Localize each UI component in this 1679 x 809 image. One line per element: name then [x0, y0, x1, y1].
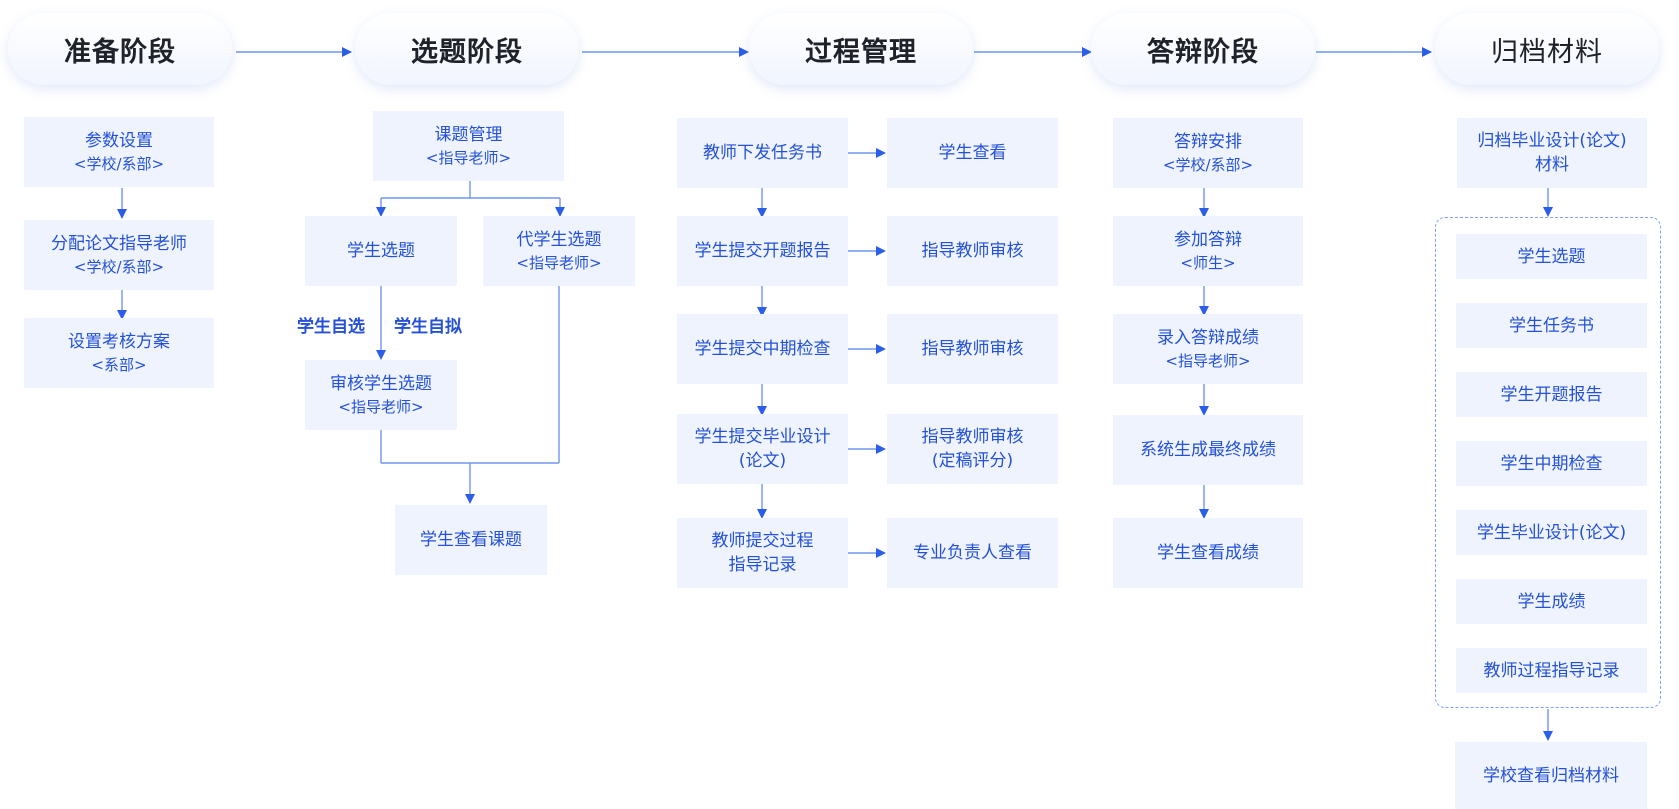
node-review-selection: 审核学生选题 <指导老师>: [305, 360, 457, 430]
node-role: <学校/系部>: [73, 155, 165, 173]
archive-item-midterm: 学生中期检查: [1456, 441, 1647, 486]
node-line-2: (定稿评分): [931, 451, 1014, 471]
node-title: 学生选题: [347, 241, 415, 261]
node-title: 设置考核方案: [68, 332, 170, 352]
node-line-1: 教师提交过程: [711, 531, 814, 551]
node-role: <指导老师>: [1165, 352, 1251, 370]
node-title: 教师下发任务书: [703, 143, 822, 163]
node-line-1: 学生提交毕业设计: [694, 427, 831, 447]
archive-item-guidance-record: 教师过程指导记录: [1456, 648, 1647, 693]
node-title: 学生查看成绩: [1157, 543, 1259, 563]
node-role: <指导老师>: [338, 398, 424, 416]
node-opening-report: 学生提交开题报告: [677, 216, 848, 286]
archive-item-label: 教师过程指导记录: [1483, 660, 1620, 681]
node-advisor-review-2: 指导教师审核: [887, 314, 1058, 384]
archive-item-selection: 学生选题: [1456, 234, 1647, 279]
node-title: 录入答辩成绩: [1157, 328, 1259, 348]
node-title: 学生查看课题: [420, 530, 522, 550]
archive-item-label: 学生中期检查: [1500, 453, 1603, 474]
node-role: <指导老师>: [516, 254, 602, 272]
node-assign-advisor: 分配论文指导老师 <学校/系部>: [24, 220, 214, 290]
node-view-topic: 学生查看课题: [395, 505, 547, 575]
node-attend-defense: 参加答辩 <师生>: [1113, 216, 1303, 286]
archive-item-label: 学生开题报告: [1500, 384, 1603, 405]
stage-select: 选题阶段: [355, 13, 579, 85]
node-title: 参加答辩: [1174, 230, 1242, 250]
archive-item-label: 学生毕业设计(论文): [1476, 522, 1627, 543]
node-thesis-submit: 学生提交毕业设计 (论文): [677, 414, 848, 484]
node-final-score: 系统生成最终成绩: [1113, 415, 1303, 485]
node-assessment-scheme: 设置考核方案 <系部>: [24, 318, 214, 388]
archive-item-label: 学生任务书: [1509, 315, 1594, 336]
node-title: 学生查看: [938, 143, 1007, 163]
node-line-2: (论文): [738, 451, 787, 471]
archive-item-opening-report: 学生开题报告: [1456, 372, 1647, 417]
node-student-view: 学生查看: [887, 118, 1058, 188]
archive-item-label: 学生成绩: [1517, 591, 1586, 612]
node-task-issue: 教师下发任务书: [677, 118, 848, 188]
node-role: <系部>: [91, 356, 147, 374]
node-param-settings: 参数设置 <学校/系部>: [24, 117, 214, 187]
stage-archive: 归档材料: [1435, 13, 1659, 85]
node-view-score: 学生查看成绩: [1113, 518, 1303, 588]
stage-defense: 答辩阶段: [1091, 13, 1315, 85]
label-self-propose: 学生自拟: [394, 317, 462, 337]
node-enter-score: 录入答辩成绩 <指导老师>: [1113, 314, 1303, 384]
node-line-1: 指导教师审核: [921, 427, 1024, 447]
node-title: 参数设置: [85, 131, 153, 151]
node-line-1: 归档毕业设计(论文): [1477, 131, 1627, 151]
stage-process: 过程管理: [749, 13, 973, 85]
node-topic-management: 课题管理 <指导老师>: [373, 111, 564, 181]
node-title: 系统生成最终成绩: [1140, 440, 1276, 460]
node-role: <师生>: [1180, 254, 1236, 272]
node-line-2: 材料: [1535, 155, 1569, 175]
stage-prep: 准备阶段: [8, 13, 232, 85]
node-title: 答辩安排: [1174, 132, 1242, 152]
node-title: 分配论文指导老师: [51, 234, 187, 254]
node-student-select: 学生选题: [305, 216, 457, 286]
node-defense-arrange: 答辩安排 <学校/系部>: [1113, 118, 1303, 188]
node-guidance-record: 教师提交过程 指导记录: [677, 518, 848, 588]
archive-group: [1435, 217, 1661, 708]
node-proxy-select: 代学生选题 <指导老师>: [483, 216, 635, 286]
node-advisor-review-1: 指导教师审核: [887, 216, 1058, 286]
node-title: 代学生选题: [516, 230, 602, 250]
node-archive-materials: 归档毕业设计(论文) 材料: [1457, 118, 1647, 188]
node-title: 学生提交开题报告: [694, 241, 831, 261]
node-school-view: 学校查看归档材料: [1455, 742, 1647, 809]
node-title: 审核学生选题: [330, 374, 432, 394]
node-title: 学校查看归档材料: [1483, 765, 1619, 786]
label-self-choose: 学生自选: [297, 317, 365, 337]
archive-item-task-book: 学生任务书: [1456, 303, 1647, 348]
node-role: <学校/系部>: [73, 258, 165, 276]
archive-item-label: 学生选题: [1517, 246, 1586, 267]
node-midterm-check: 学生提交中期检查: [677, 314, 848, 384]
node-head-view: 专业负责人查看: [887, 518, 1058, 588]
node-advisor-review-final: 指导教师审核 (定稿评分): [887, 414, 1058, 484]
node-line-2: 指导记录: [728, 555, 797, 575]
node-title: 指导教师审核: [921, 241, 1024, 261]
node-title: 专业负责人查看: [913, 543, 1032, 563]
node-title: 学生提交中期检查: [694, 339, 831, 359]
node-role: <指导老师>: [425, 149, 512, 167]
node-title: 课题管理: [434, 125, 503, 145]
node-role: <学校/系部>: [1162, 156, 1254, 174]
node-title: 指导教师审核: [921, 339, 1024, 359]
archive-item-thesis: 学生毕业设计(论文): [1456, 510, 1647, 555]
archive-item-score: 学生成绩: [1456, 579, 1647, 624]
